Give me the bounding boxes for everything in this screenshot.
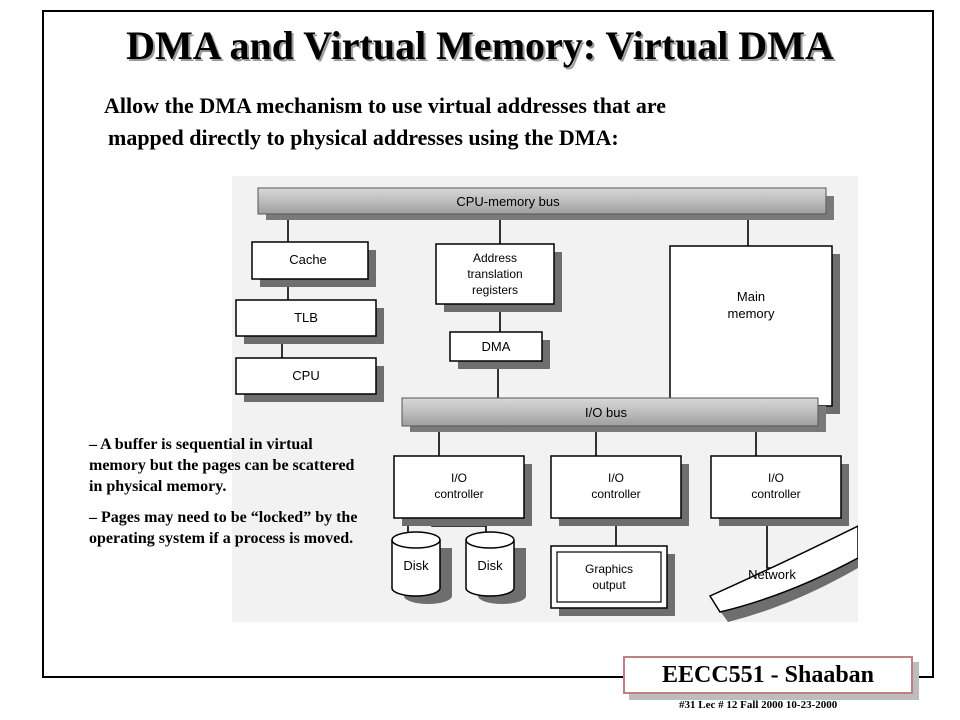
cpu-memory-bus-label: CPU-memory bus [456,194,560,209]
address-translation-label-3: registers [472,283,518,297]
cpu-label: CPU [292,368,319,383]
io-controller-network-label-1: I/O [768,471,784,485]
io-controller-graphics [550,455,682,519]
dma-label: DMA [482,339,511,354]
course-badge: EECC551 - Shaaban [623,656,913,694]
intro-line-2: mapped directly to physical addresses us… [108,125,619,150]
io-controller-network-label-2: controller [751,487,800,501]
slide-title: DMA and Virtual Memory: Virtual DMA [126,23,834,68]
io-controller-disk-label-1: I/O [451,471,467,485]
graphics-output-label-2: output [592,578,626,592]
io-controller-disk [393,455,525,519]
note-2: – Pages may need to be “locked” by the o… [89,509,358,547]
io-controller-disk-label-2: controller [434,487,483,501]
network-band [708,525,858,622]
slide-footer: #31 Lec # 12 Fall 2000 10-23-2000 [679,699,838,711]
disk-2-label: Disk [477,558,503,573]
notes: – A buffer is sequential in virtual memo… [89,434,359,559]
main-memory-box [669,245,833,407]
cpu-box [235,357,377,395]
intro-text: Allow the DMA mechanism to use virtual a… [104,90,666,154]
tlb-box [235,299,377,337]
tlb-label: TLB [294,310,318,325]
disk-2-icon [465,531,526,604]
dma-box [449,331,543,362]
dma-diagram: CPU-memory bus Cache TLB CPU Address tra… [232,176,858,622]
main-memory-label-1: Main [737,289,765,304]
address-translation-label-2: translation [467,267,522,281]
graphics-output-label-1: Graphics [585,562,633,576]
address-translation-label-1: Address [473,251,517,265]
io-controller-network [710,455,842,519]
disk-1-icon [391,531,452,604]
slide-frame [42,10,934,678]
graphics-output-box [550,545,668,609]
io-controller-graphics-label-1: I/O [608,471,624,485]
network-label: Network [748,567,796,582]
main-memory-label-2: memory [728,306,775,321]
disk-1-label: Disk [403,558,429,573]
intro-line-1: Allow the DMA mechanism to use virtual a… [104,93,666,118]
io-bus [401,397,819,427]
note-1: – A buffer is sequential in virtual memo… [89,436,355,495]
address-translation-box [435,243,555,305]
cache-box [251,241,369,280]
io-controller-graphics-label-2: controller [591,487,640,501]
cache-label: Cache [289,252,327,267]
cpu-memory-bus [257,187,827,215]
io-bus-label: I/O bus [585,405,627,420]
